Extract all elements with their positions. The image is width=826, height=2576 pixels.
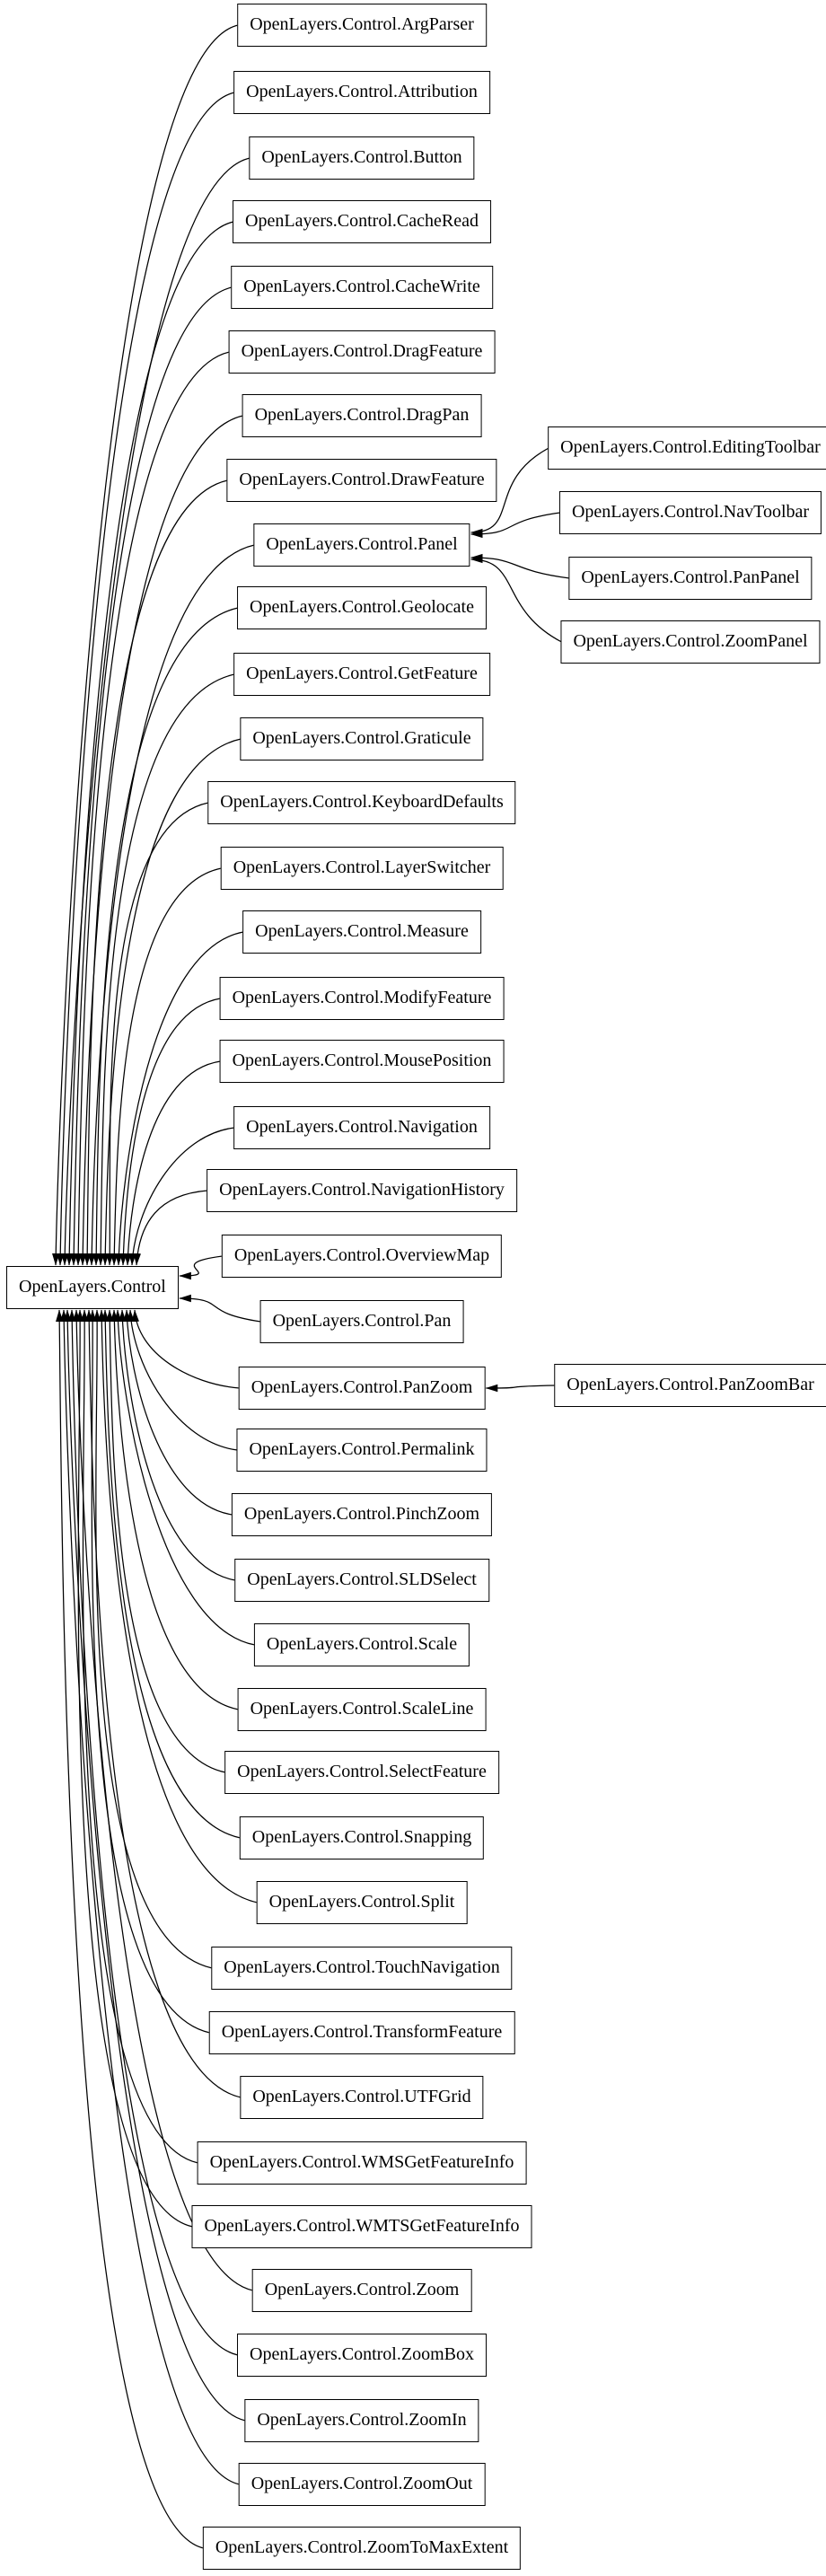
- edge-zoompanel-to-panel: [470, 555, 562, 643]
- node-scaleline[interactable]: OpenLayers.Control.ScaleLine: [237, 1688, 487, 1731]
- node-cacheread[interactable]: OpenLayers.Control.CacheRead: [233, 200, 491, 243]
- node-permalink[interactable]: OpenLayers.Control.Permalink: [236, 1429, 488, 1472]
- node-dragpan[interactable]: OpenLayers.Control.DragPan: [242, 394, 482, 437]
- edge-dragpan-to-control: [79, 415, 243, 1266]
- node-overviewmap[interactable]: OpenLayers.Control.OverviewMap: [221, 1235, 503, 1278]
- edge-drawfeature-to-control: [83, 479, 228, 1266]
- edge-scale-to-control: [114, 1309, 256, 1646]
- node-zoomin[interactable]: OpenLayers.Control.ZoomIn: [244, 2399, 479, 2442]
- edge-navigationhistory-to-control: [133, 1190, 208, 1266]
- edge-scaleline-to-control: [110, 1309, 239, 1710]
- edge-wmsgetfeatureinfo-to-control: [81, 1309, 198, 2164]
- node-utfgrid[interactable]: OpenLayers.Control.UTFGrid: [240, 2076, 484, 2119]
- edge-panzoom-to-control: [131, 1309, 240, 1389]
- node-transformfeature[interactable]: OpenLayers.Control.TransformFeature: [208, 2011, 515, 2054]
- node-modifyfeature[interactable]: OpenLayers.Control.ModifyFeature: [219, 977, 505, 1020]
- edge-geolocate-to-control: [92, 607, 239, 1266]
- edge-panzoombar-to-panzoom: [485, 1384, 556, 1393]
- node-panzoombar[interactable]: OpenLayers.Control.PanZoomBar: [554, 1364, 826, 1407]
- edge-layerswitcher-to-control: [110, 867, 222, 1266]
- node-editingtoolbar[interactable]: OpenLayers.Control.EditingToolbar: [548, 426, 826, 470]
- edge-panpanel-to-panel: [470, 553, 570, 579]
- edge-panel-to-control: [88, 544, 255, 1266]
- node-zoombox[interactable]: OpenLayers.Control.ZoomBox: [237, 2334, 487, 2377]
- edge-navtoolbar-to-panel: [470, 512, 561, 539]
- node-graticule[interactable]: OpenLayers.Control.Graticule: [240, 717, 484, 760]
- edge-getfeature-to-control: [97, 673, 235, 1266]
- node-panel[interactable]: OpenLayers.Control.Panel: [253, 523, 470, 567]
- edge-utfgrid-to-control: [85, 1309, 242, 2098]
- node-cachewrite[interactable]: OpenLayers.Control.CacheWrite: [231, 266, 493, 309]
- node-zoomtomaxextent[interactable]: OpenLayers.Control.ZoomToMaxExtent: [202, 2527, 522, 2570]
- edge-keyboarddefaults-to-control: [106, 802, 209, 1266]
- node-navtoolbar[interactable]: OpenLayers.Control.NavToolbar: [558, 491, 822, 534]
- edge-sldselect-to-control: [119, 1309, 236, 1581]
- node-sldselect[interactable]: OpenLayers.Control.SLDSelect: [234, 1559, 489, 1602]
- node-touchnavigation[interactable]: OpenLayers.Control.TouchNavigation: [211, 1947, 513, 1990]
- node-zoompanel[interactable]: OpenLayers.Control.ZoomPanel: [560, 620, 821, 664]
- node-keyboarddefaults[interactable]: OpenLayers.Control.KeyboardDefaults: [207, 781, 516, 824]
- edge-split-to-control: [98, 1309, 258, 1903]
- node-button[interactable]: OpenLayers.Control.Button: [249, 136, 475, 180]
- edge-mouseposition-to-control: [124, 1060, 221, 1266]
- node-panzoom[interactable]: OpenLayers.Control.PanZoom: [238, 1367, 486, 1410]
- edge-pinchzoom-to-control: [123, 1309, 233, 1516]
- node-getfeature[interactable]: OpenLayers.Control.GetFeature: [233, 653, 490, 696]
- edge-selectfeature-to-control: [106, 1309, 226, 1773]
- node-pan[interactable]: OpenLayers.Control.Pan: [259, 1300, 464, 1343]
- edge-zoomtomaxextent-to-control: [56, 1309, 204, 2549]
- edge-graticule-to-control: [101, 738, 242, 1266]
- edge-zoomin-to-control: [64, 1309, 246, 2422]
- edge-dragfeature-to-control: [75, 351, 230, 1266]
- edge-snapping-to-control: [101, 1309, 241, 1839]
- edge-navigation-to-control: [128, 1127, 235, 1266]
- node-pinchzoom[interactable]: OpenLayers.Control.PinchZoom: [231, 1493, 493, 1536]
- edge-editingtoolbar-to-panel: [470, 447, 549, 537]
- edge-button-to-control: [61, 157, 250, 1266]
- edge-zoombox-to-control: [68, 1309, 239, 2356]
- edge-argparser-to-control: [52, 24, 239, 1266]
- edge-permalink-to-control: [127, 1309, 238, 1451]
- edge-pan-to-control: [179, 1294, 261, 1323]
- node-argparser[interactable]: OpenLayers.Control.ArgParser: [237, 4, 487, 47]
- edge-transformfeature-to-control: [89, 1309, 210, 2034]
- node-mouseposition[interactable]: OpenLayers.Control.MousePosition: [219, 1040, 505, 1083]
- edge-cacheread-to-control: [66, 221, 234, 1266]
- node-attribution[interactable]: OpenLayers.Control.Attribution: [233, 71, 490, 114]
- node-layerswitcher[interactable]: OpenLayers.Control.LayerSwitcher: [220, 847, 504, 890]
- node-split[interactable]: OpenLayers.Control.Split: [256, 1881, 468, 1924]
- node-navigation[interactable]: OpenLayers.Control.Navigation: [233, 1106, 490, 1149]
- node-control[interactable]: OpenLayers.Control: [6, 1266, 179, 1309]
- node-dragfeature[interactable]: OpenLayers.Control.DragFeature: [228, 330, 496, 374]
- edge-overviewmap-to-control: [179, 1255, 223, 1280]
- node-navigationhistory[interactable]: OpenLayers.Control.NavigationHistory: [206, 1169, 517, 1212]
- node-wmsgetfeatureinfo[interactable]: OpenLayers.Control.WMSGetFeatureInfo: [197, 2141, 527, 2185]
- edge-modifyfeature-to-control: [119, 998, 221, 1266]
- node-zoom[interactable]: OpenLayers.Control.Zoom: [251, 2269, 472, 2312]
- node-scale[interactable]: OpenLayers.Control.Scale: [253, 1623, 470, 1666]
- edge-cachewrite-to-control: [70, 286, 233, 1266]
- node-geolocate[interactable]: OpenLayers.Control.Geolocate: [237, 586, 487, 629]
- node-selectfeature[interactable]: OpenLayers.Control.SelectFeature: [224, 1751, 499, 1794]
- node-panpanel[interactable]: OpenLayers.Control.PanPanel: [568, 557, 813, 600]
- edge-zoomout-to-control: [60, 1309, 240, 2485]
- edge-touchnavigation-to-control: [93, 1309, 213, 1969]
- node-zoomout[interactable]: OpenLayers.Control.ZoomOut: [238, 2463, 486, 2506]
- node-wmtsgetfeatureinfo[interactable]: OpenLayers.Control.WMTSGetFeatureInfo: [191, 2205, 532, 2248]
- edge-attribution-to-control: [57, 92, 235, 1266]
- edge-measure-to-control: [115, 931, 244, 1266]
- node-drawfeature[interactable]: OpenLayers.Control.DrawFeature: [226, 459, 497, 502]
- node-snapping[interactable]: OpenLayers.Control.Snapping: [239, 1816, 485, 1859]
- node-measure[interactable]: OpenLayers.Control.Measure: [242, 910, 481, 954]
